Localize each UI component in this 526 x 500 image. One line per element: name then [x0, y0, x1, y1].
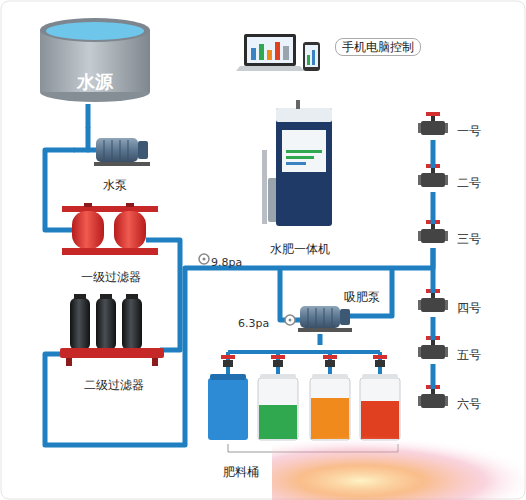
- component-node: 水源: [38, 18, 152, 104]
- component-node: 水肥一体机: [255, 100, 345, 258]
- pressure-label: 9.8pa: [211, 256, 242, 269]
- component-label: 六号: [457, 396, 481, 412]
- pipe-line: [167, 240, 180, 350]
- component-label: 肥料桶: [223, 464, 259, 480]
- pipe-line: [431, 192, 436, 224]
- pipe-line: [318, 334, 323, 345]
- component-node: 一级过滤器: [55, 200, 167, 284]
- component-label: 水泵: [103, 177, 127, 193]
- pressure-label-holder: 9.8pa: [211, 251, 242, 270]
- pipe-line: [431, 140, 436, 168]
- component-label: 四号: [457, 300, 481, 316]
- component-node: 水泵: [75, 128, 155, 192]
- component-label: 一级过滤器: [81, 269, 141, 285]
- pipe-connector: [433, 192, 434, 224]
- pipe-connector: [88, 104, 89, 128]
- component-node: 五号: [415, 340, 490, 364]
- component-node: 手机电脑控制: [235, 28, 425, 80]
- pipe-connector: [320, 334, 321, 345]
- pipe-line: [431, 364, 436, 389]
- pipe-line: [45, 150, 75, 230]
- pressure-label-holder: 6.3pa: [238, 312, 269, 331]
- component-label: 水源: [77, 70, 113, 93]
- component-node: 二号: [415, 168, 490, 192]
- pressure-label: 6.3pa: [238, 317, 269, 330]
- pipe-line: [431, 248, 436, 293]
- component-label: 手机电脑控制: [335, 38, 421, 56]
- component-node: 二级过滤器: [55, 290, 173, 392]
- component-node: 吸肥泵: [288, 284, 384, 334]
- component-label: 水肥一体机: [270, 241, 330, 257]
- component-node: 三号: [415, 224, 490, 248]
- component-label: 三号: [457, 231, 481, 247]
- pipe-connector: [45, 150, 75, 230]
- component-node: 肥料桶: [205, 345, 410, 482]
- pipe-connector: [433, 317, 434, 340]
- component-label: 二级过滤器: [84, 377, 144, 393]
- component-node: 一号: [415, 116, 490, 140]
- pipe-line: [45, 248, 433, 445]
- pipe-connector: [45, 248, 433, 445]
- pipe-connector: [433, 140, 434, 168]
- component-label: 五号: [457, 347, 481, 363]
- component-node: 四号: [415, 293, 490, 317]
- component-label: 吸肥泵: [344, 289, 380, 305]
- pipe-connector: [167, 240, 180, 350]
- pipe-connector: [433, 248, 434, 293]
- pipe-line: [86, 104, 91, 128]
- component-label: 一号: [457, 123, 481, 139]
- component-label: 二号: [457, 175, 481, 191]
- pipe-line: [431, 317, 436, 340]
- component-node: 六号: [415, 389, 490, 413]
- pipe-connector: [433, 364, 434, 389]
